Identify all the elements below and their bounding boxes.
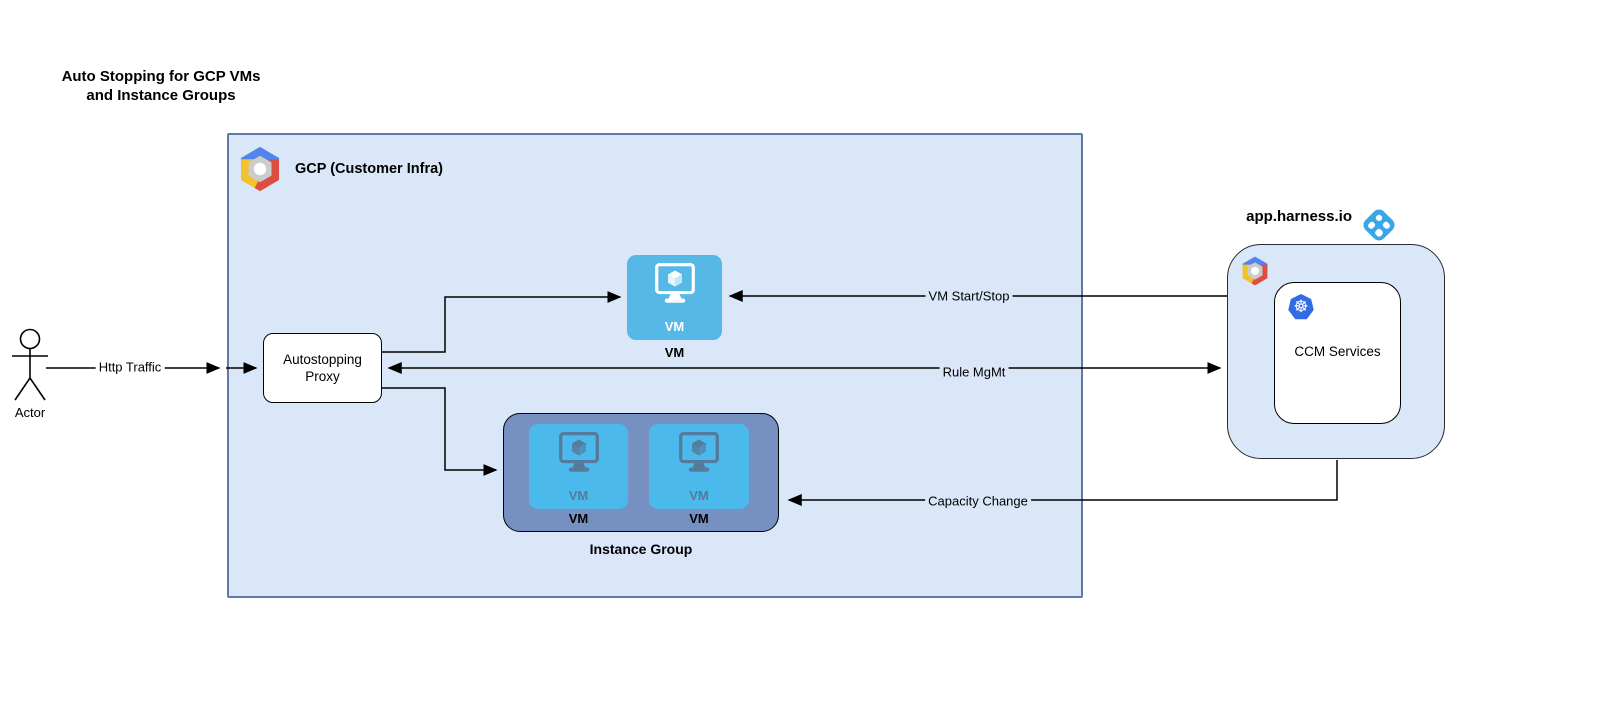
gcp-logo-icon bbox=[1242, 256, 1268, 286]
instance-group-node: VM VM VM VM bbox=[503, 413, 779, 532]
instance-group-label: Instance Group bbox=[589, 541, 693, 557]
vm-node-label: VM bbox=[664, 345, 685, 360]
vm-node: VM bbox=[627, 255, 722, 340]
vm-monitor-icon bbox=[679, 432, 719, 472]
actor-icon bbox=[12, 328, 48, 401]
autostopping-proxy-node: Autostopping Proxy bbox=[263, 333, 382, 403]
instance-group-vm-2-label: VM bbox=[689, 511, 709, 526]
proxy-label-line2: Proxy bbox=[305, 369, 340, 384]
harness-container: ☸ CCM Services bbox=[1227, 244, 1445, 459]
kubernetes-icon: ☸ bbox=[1288, 294, 1314, 320]
harness-domain-label: app.harness.io bbox=[1246, 208, 1352, 225]
actor-label: Actor bbox=[14, 405, 46, 420]
vm-monitor-icon bbox=[654, 263, 695, 303]
harness-logo-icon bbox=[1360, 206, 1398, 244]
ccm-services-label: CCM Services bbox=[1294, 344, 1381, 359]
proxy-label-line1: Autostopping bbox=[283, 352, 362, 367]
diagram-title: Auto Stopping for GCP VMs and Instance G… bbox=[30, 67, 292, 105]
gcp-logo-icon bbox=[240, 146, 280, 192]
gcp-container-label: GCP (Customer Infra) bbox=[295, 161, 443, 177]
edge-label-rule-mgmt: Rule MgMt bbox=[939, 363, 1009, 381]
diagram-title-line1: Auto Stopping for GCP VMs bbox=[61, 68, 261, 85]
instance-group-vm-2-icon-text: VM bbox=[689, 488, 709, 503]
vm-node-icon-text: VM bbox=[664, 319, 685, 334]
edge-label-vm-start-stop: VM Start/Stop bbox=[925, 287, 1013, 305]
instance-group-vm-1: VM bbox=[529, 424, 628, 509]
instance-group-vm-2: VM bbox=[649, 424, 749, 509]
diagram-title-line2: and Instance Groups bbox=[86, 87, 236, 104]
vm-monitor-icon bbox=[558, 432, 599, 472]
instance-group-vm-1-icon-text: VM bbox=[568, 488, 589, 503]
edge-label-http-traffic: Http Traffic bbox=[95, 358, 165, 376]
edge-label-capacity-change: Capacity Change bbox=[925, 492, 1031, 510]
ccm-services-node: ☸ CCM Services bbox=[1274, 282, 1401, 424]
instance-group-vm-1-label: VM bbox=[568, 511, 589, 526]
